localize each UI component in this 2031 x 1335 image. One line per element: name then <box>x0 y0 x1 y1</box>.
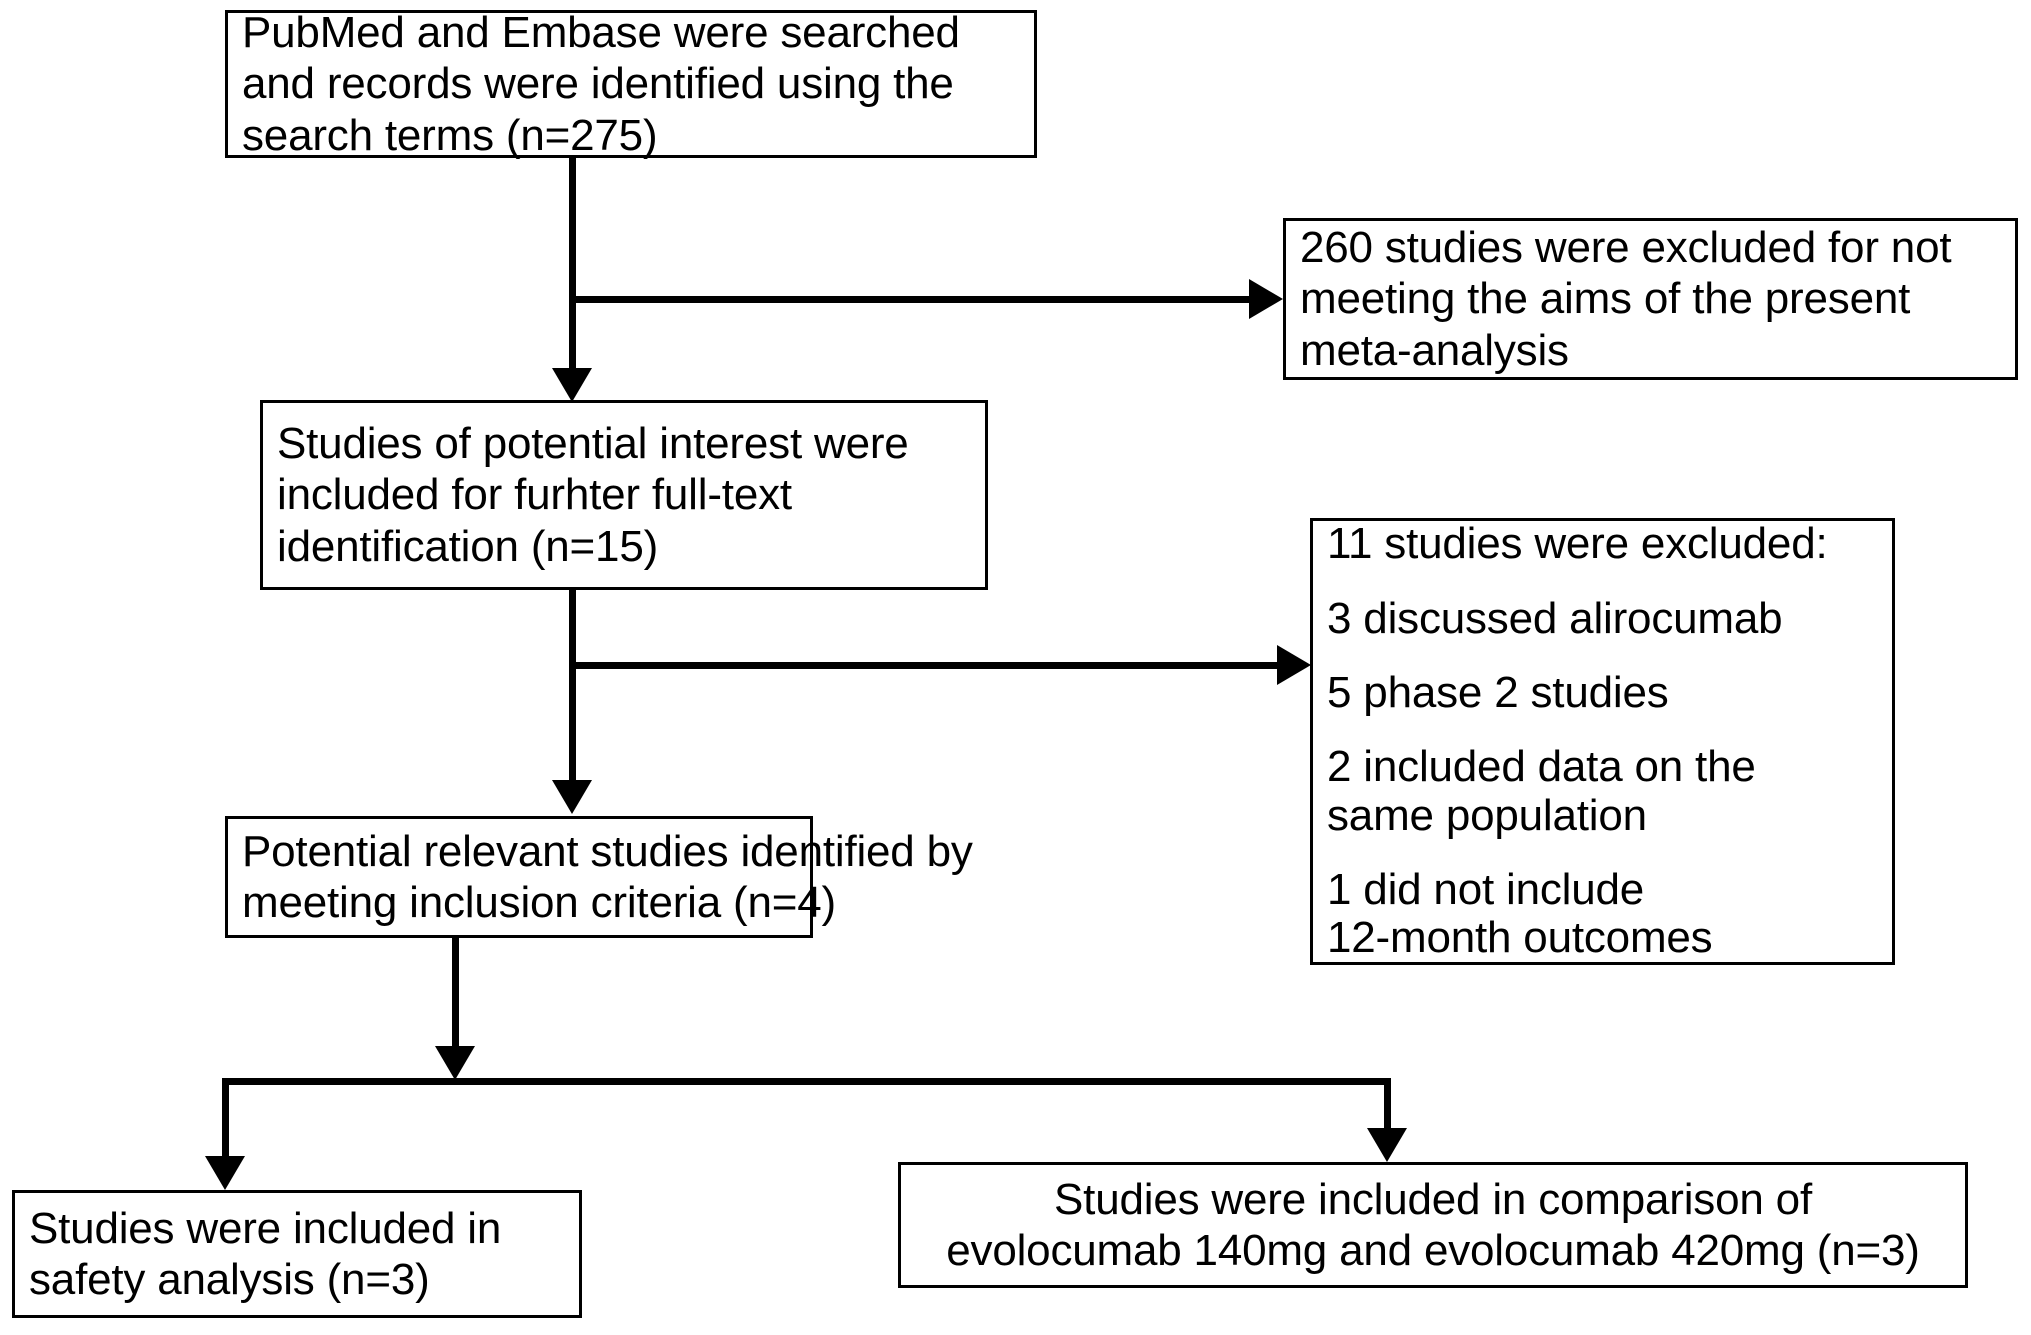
box-records-identified-line-3: search terms (n=275) <box>242 110 658 160</box>
box-records-identified: PubMed and Embase were searched and reco… <box>225 7 1037 160</box>
box-safety-analysis-line-2: safety analysis (n=3) <box>29 1255 430 1304</box>
exclusion-reason-2-line-1: 5 phase 2 studies <box>1327 667 1669 717</box>
box-dose-comparison-line-2: evolocumab 140mg and evolocumab 420mg (n… <box>946 1226 1920 1275</box>
box-potential-interest-line-2: included for furhter full-text <box>277 470 792 520</box>
arrowhead-to-dose-comparison <box>1367 1128 1407 1162</box>
box-dose-comparison: Studies were included in comparison of e… <box>898 1162 1968 1288</box>
connector-trunk-3 <box>452 938 459 1048</box>
connector-branch-excluded-first <box>569 296 1269 303</box>
arrowhead-to-potential-interest <box>552 368 592 402</box>
box-excluded-first-pass: 260 studies were excluded for not meetin… <box>1283 218 2018 380</box>
connector-branch-excluded-second <box>569 662 1297 669</box>
box-records-identified-line-2: and records were identified using the <box>242 59 954 109</box>
exclusion-reason-3-line-2: same population <box>1327 790 1647 840</box>
arrowhead-to-relevant-studies <box>552 780 592 814</box>
arrowhead-to-split-bar <box>435 1046 475 1080</box>
box-excluded-first-pass-line-1: 260 studies were excluded for not <box>1300 222 1952 272</box>
box-excluded-second-pass: 11 studies were excluded: 3 discussed al… <box>1310 518 1895 965</box>
exclusion-reason-3-line-1: 2 included data on the <box>1327 742 1756 792</box>
connector-split-bar <box>222 1078 1391 1085</box>
box-relevant-studies: Potential relevant studies identified by… <box>225 816 973 938</box>
box-potential-interest-line-3: identification (n=15) <box>277 521 659 571</box>
connector-leg-left <box>222 1078 229 1158</box>
exclusion-reason-4-line-1: 1 did not include <box>1327 865 1645 915</box>
box-records-identified-line-1: PubMed and Embase were searched <box>242 7 960 57</box>
box-potential-interest-line-1: Studies of potential interest were <box>277 418 909 468</box>
box-excluded-second-pass-heading: 11 studies were excluded: <box>1327 519 1828 569</box>
connector-trunk-1 <box>569 158 576 370</box>
exclusion-reason-4-line-2: 12-month outcomes <box>1327 913 1713 963</box>
arrowhead-to-excluded-second <box>1277 645 1311 685</box>
box-excluded-first-pass-line-3: meta-analysis <box>1300 325 1569 375</box>
box-safety-analysis-line-1: Studies were included in <box>29 1203 502 1253</box>
arrowhead-to-safety-analysis <box>205 1156 245 1190</box>
connector-trunk-2 <box>569 590 576 782</box>
box-dose-comparison-line-1: Studies were included in comparison of <box>1054 1174 1812 1224</box>
box-relevant-studies-line-2: meeting inclusion criteria (n=4) <box>242 878 836 927</box>
connector-leg-right <box>1384 1078 1391 1130</box>
box-safety-analysis: Studies were included in safety analysis… <box>12 1190 582 1318</box>
box-excluded-first-pass-line-2: meeting the aims of the present <box>1300 274 1911 324</box>
exclusion-reason-1-line-1: 3 discussed alirocumab <box>1327 593 1783 643</box>
box-relevant-studies-line-1: Potential relevant studies identified by <box>242 826 973 876</box>
arrowhead-to-excluded-first <box>1249 279 1283 319</box>
box-potential-interest: Studies of potential interest were inclu… <box>260 400 988 590</box>
